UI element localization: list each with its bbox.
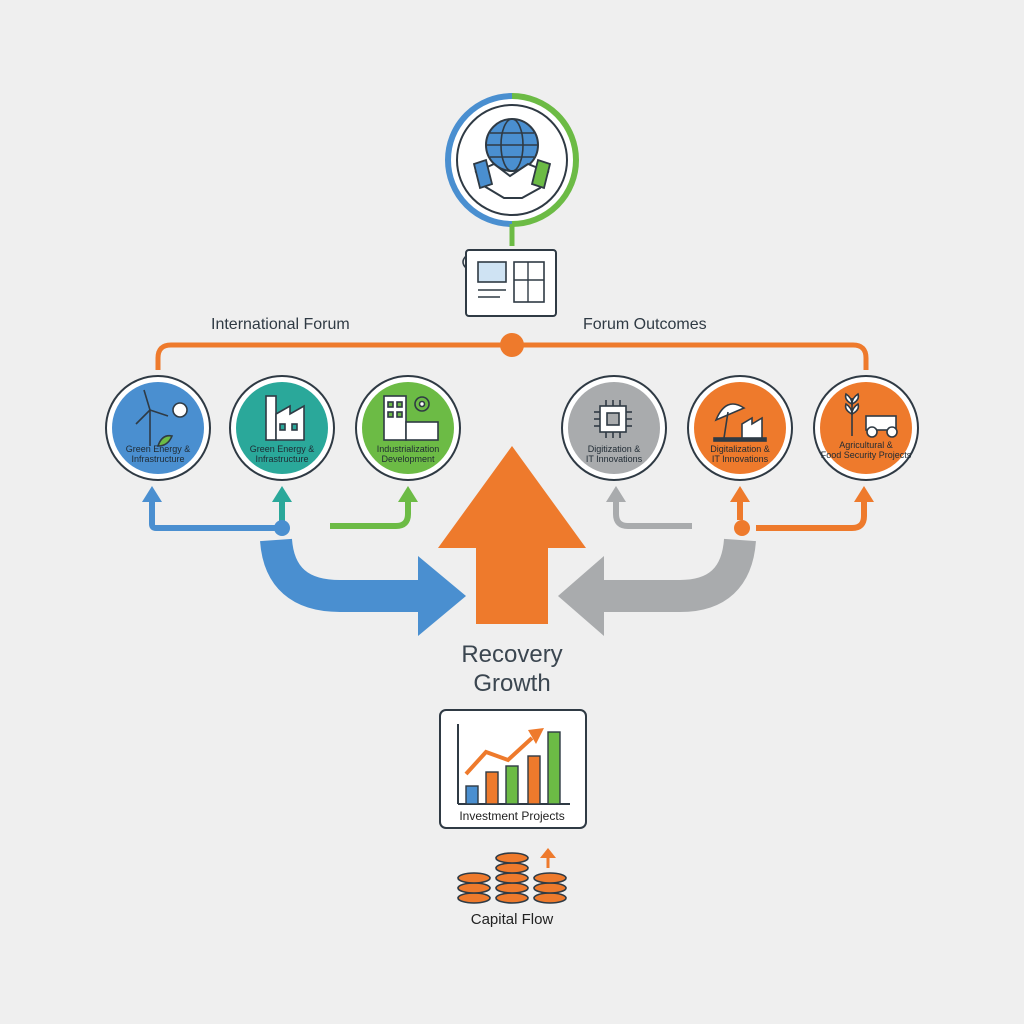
factory-icon [265,395,305,441]
arrowhead-up-orange-mid [730,486,750,502]
arrowhead-up-blue [142,486,162,502]
junction-dot-left [274,520,290,536]
investment-projects-label: Investment Projects [459,809,565,823]
node-label-digitalization: Digitalization &IT Innovations [710,444,770,464]
node-label-agricultural: Agricultural &Food Security Projects [820,440,912,460]
flow-orange-right [756,500,867,531]
arrowhead-up-green [398,486,418,502]
node-digitization[interactable] [561,375,667,481]
arrowhead-up-teal [272,486,292,502]
big-arrowhead-blue [418,556,466,636]
wheat-tractor-icon [844,392,898,438]
forum-hub-dot [500,333,524,357]
blueprint-document-icon [462,249,557,317]
big-arrow-gray [600,538,756,612]
flow-gray [613,500,692,529]
wind-turbine-sun-icon [135,389,188,447]
international-forum-label: International Forum [211,316,350,333]
arrowhead-up-orange-right [854,486,874,502]
building-gear-icon [383,395,439,441]
arrowhead-up-gray [606,486,626,502]
node-agricultural[interactable] [813,375,919,481]
recovery-growth-title: Recovery Growth [461,641,563,697]
node-label-digitization: Digitization &IT Innovations [585,444,643,464]
bar-chart-growth-icon [439,709,587,829]
node-label-green-energy-1: Green Energy &Infrastructure [125,444,191,464]
flow-green [330,500,411,529]
node-green-energy-1[interactable] [105,375,211,481]
node-digitalization[interactable] [687,375,793,481]
junction-dot-right [734,520,750,536]
node-circles [105,375,919,481]
coin-stacks-icon [457,848,567,904]
flow-left-blue [149,500,282,531]
big-arrow-blue [260,538,420,612]
node-industrialization[interactable] [355,375,461,481]
forum-outcomes-label: Forum Outcomes [583,316,707,333]
node-label-green-energy-2: Green Energy &Infrastructure [249,444,315,464]
microchip-icon [594,400,632,438]
capital-flow-label: Capital Flow [470,911,554,928]
node-green-energy-2[interactable] [229,375,335,481]
globe-handshake-icon [445,93,579,227]
satellite-factory-icon [713,403,767,442]
big-arrow-up-orange [438,446,586,624]
big-arrowhead-gray [558,556,604,636]
